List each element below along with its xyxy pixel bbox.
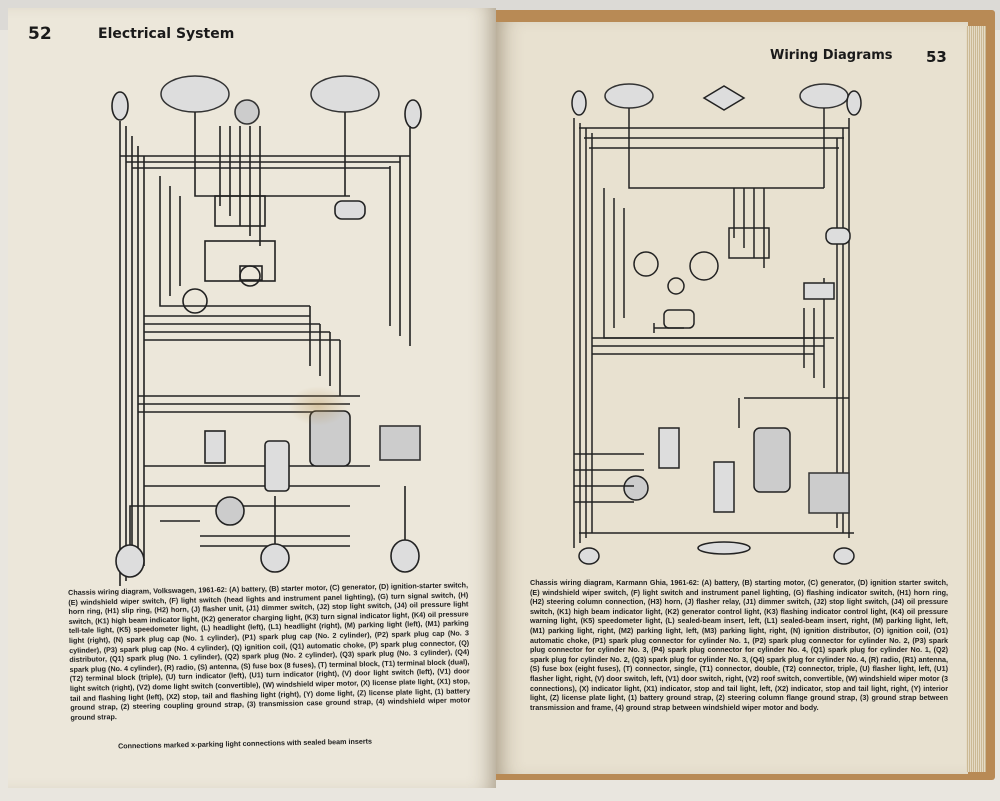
battery: [808, 472, 850, 514]
volkswagen-wiring-diagram: [111, 75, 422, 586]
paper-stain: [288, 386, 348, 426]
battery: [379, 425, 421, 461]
karmann-ghia-wiring-diagram: [571, 83, 862, 565]
left-page-number: 52: [28, 24, 52, 44]
right-page-number: 53: [926, 48, 947, 66]
page-edges: [966, 26, 986, 772]
left-caption-note: Connections marked x-parking light conne…: [117, 736, 373, 751]
left-running-head: Electrical System: [98, 26, 235, 42]
right-running-head: Wiring Diagrams: [770, 48, 893, 63]
headlight-right: [799, 83, 849, 109]
headlight-left: [604, 83, 654, 109]
headlight-right: [310, 75, 380, 113]
headlight-left: [160, 75, 230, 113]
right-page: Wiring Diagrams 53: [496, 22, 968, 774]
left-diagram-caption: Chassis wiring diagram, Volkswagen, 1961…: [68, 580, 471, 722]
left-page: 52 Electrical System: [8, 8, 496, 788]
fuse-box: [214, 195, 266, 227]
right-diagram-caption: Chassis wiring diagram, Karmann Ghia, 19…: [530, 578, 948, 712]
